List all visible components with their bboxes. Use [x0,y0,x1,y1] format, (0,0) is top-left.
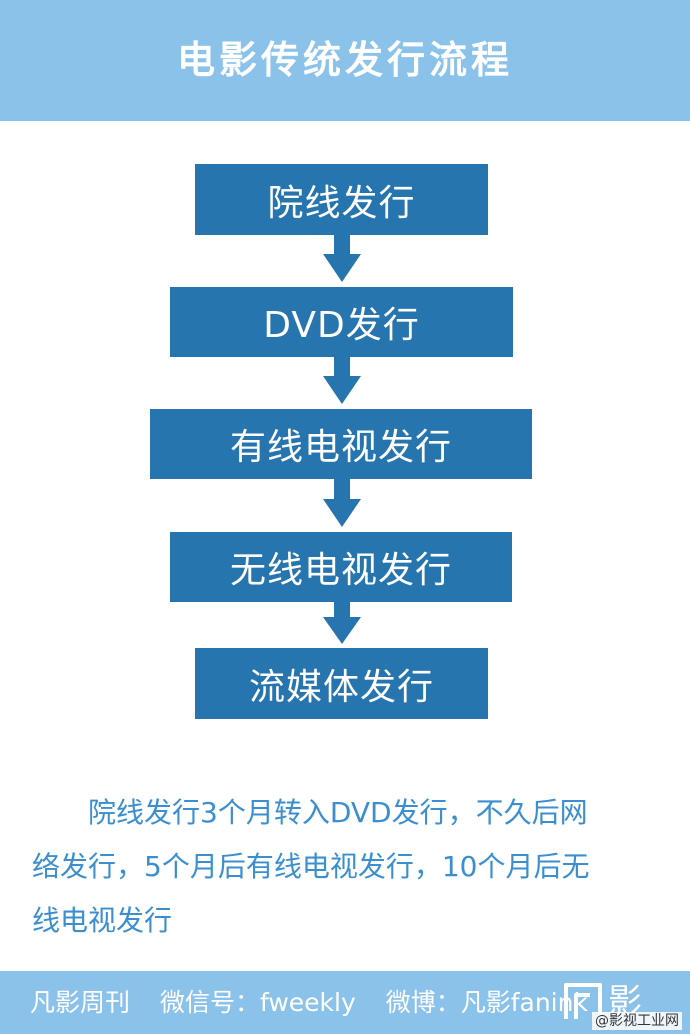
flow-step-streaming: 流媒体发行 [195,648,488,719]
flow-arrow-1 [323,235,361,282]
flow-step-dvd: DVD发行 [170,287,513,357]
description-line: 院线发行3个月转入DVD发行，不久后网 [32,796,588,829]
logo-inner-shape [574,993,590,1019]
footer-weibo: 微博：凡影fanink [385,988,588,1017]
description-text: 院线发行3个月转入DVD发行，不久后网 络发行，5个月后有线电视发行，10个月后… [32,786,652,948]
flow-arrow-3 [323,479,361,527]
watermark: @影视工业网 [592,1012,682,1030]
page-title: 电影传统发行流程 [176,38,513,82]
header-banner: 电影传统发行流程 [0,0,690,121]
description-line: 络发行，5个月后有线电视发行，10个月后无 [32,850,590,883]
footer-info: 凡影周刊 微信号：fweekly 微博：凡影fanink [30,971,610,1034]
flow-step-theatrical: 院线发行 [195,164,488,235]
flow-arrow-4 [323,602,361,644]
footer-wechat: 微信号：fweekly [159,988,356,1017]
flow-step-broadcast-tv: 无线电视发行 [170,532,512,602]
footer-brand: 凡影周刊 [30,988,131,1017]
flow-step-cable-tv: 有线电视发行 [150,409,532,479]
description-line: 线电视发行 [32,904,173,937]
flow-arrow-2 [323,357,361,404]
footer-banner: 凡影周刊 微信号：fweekly 微博：凡影fanink [0,971,690,1034]
logo-frame-shape [564,983,602,1019]
